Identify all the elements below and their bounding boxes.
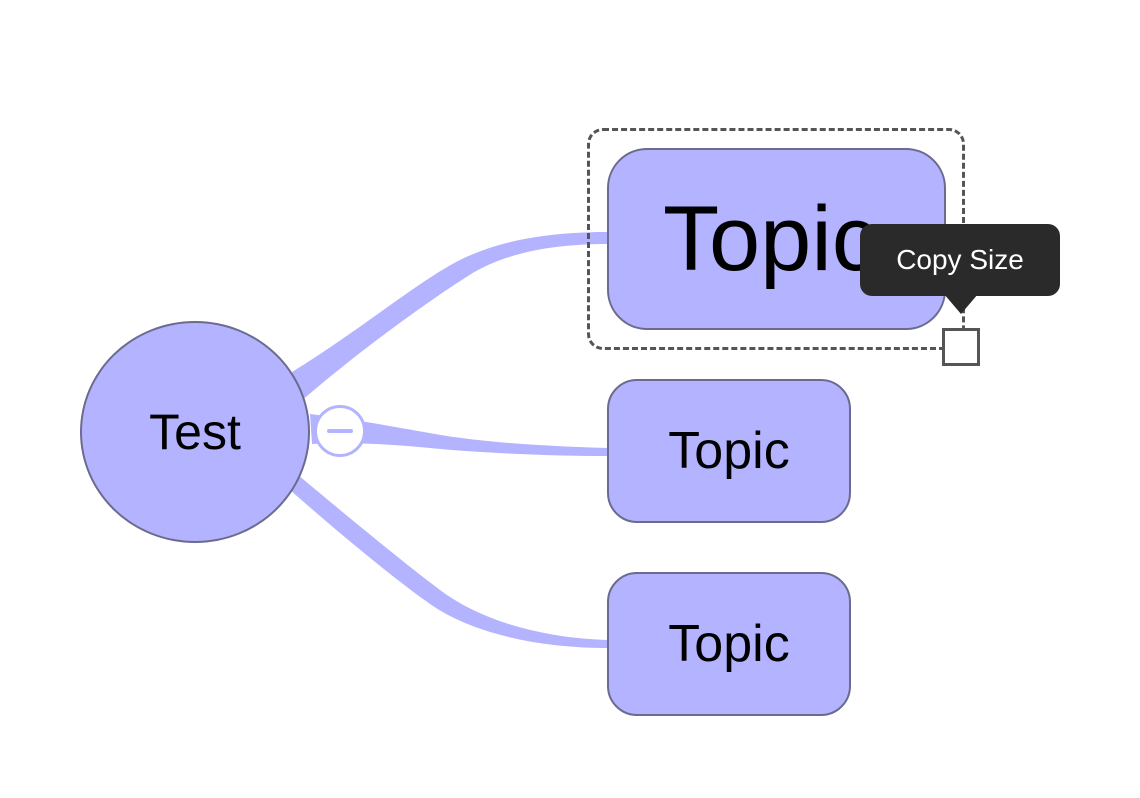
branch-to-topic-3 <box>290 470 608 648</box>
collapse-toggle-button[interactable] <box>314 405 366 457</box>
topic-node[interactable]: Topic <box>607 379 851 523</box>
topic-node-label: Topic <box>668 615 790 673</box>
topic-node[interactable]: Topic <box>607 572 851 716</box>
root-node-label: Test <box>149 404 241 460</box>
branch-to-topic-2 <box>310 414 608 456</box>
copy-size-tooltip: Copy Size <box>860 224 1060 296</box>
minus-circle-icon <box>327 429 353 433</box>
root-node[interactable]: Test <box>80 321 310 543</box>
tooltip-arrow <box>944 294 978 314</box>
branch-to-topic-1 <box>292 232 608 402</box>
topic-node-label: Topic <box>663 187 878 290</box>
tooltip-text: Copy Size <box>896 244 1024 275</box>
square-handle-icon[interactable] <box>942 328 980 366</box>
topic-node-label: Topic <box>668 422 790 480</box>
